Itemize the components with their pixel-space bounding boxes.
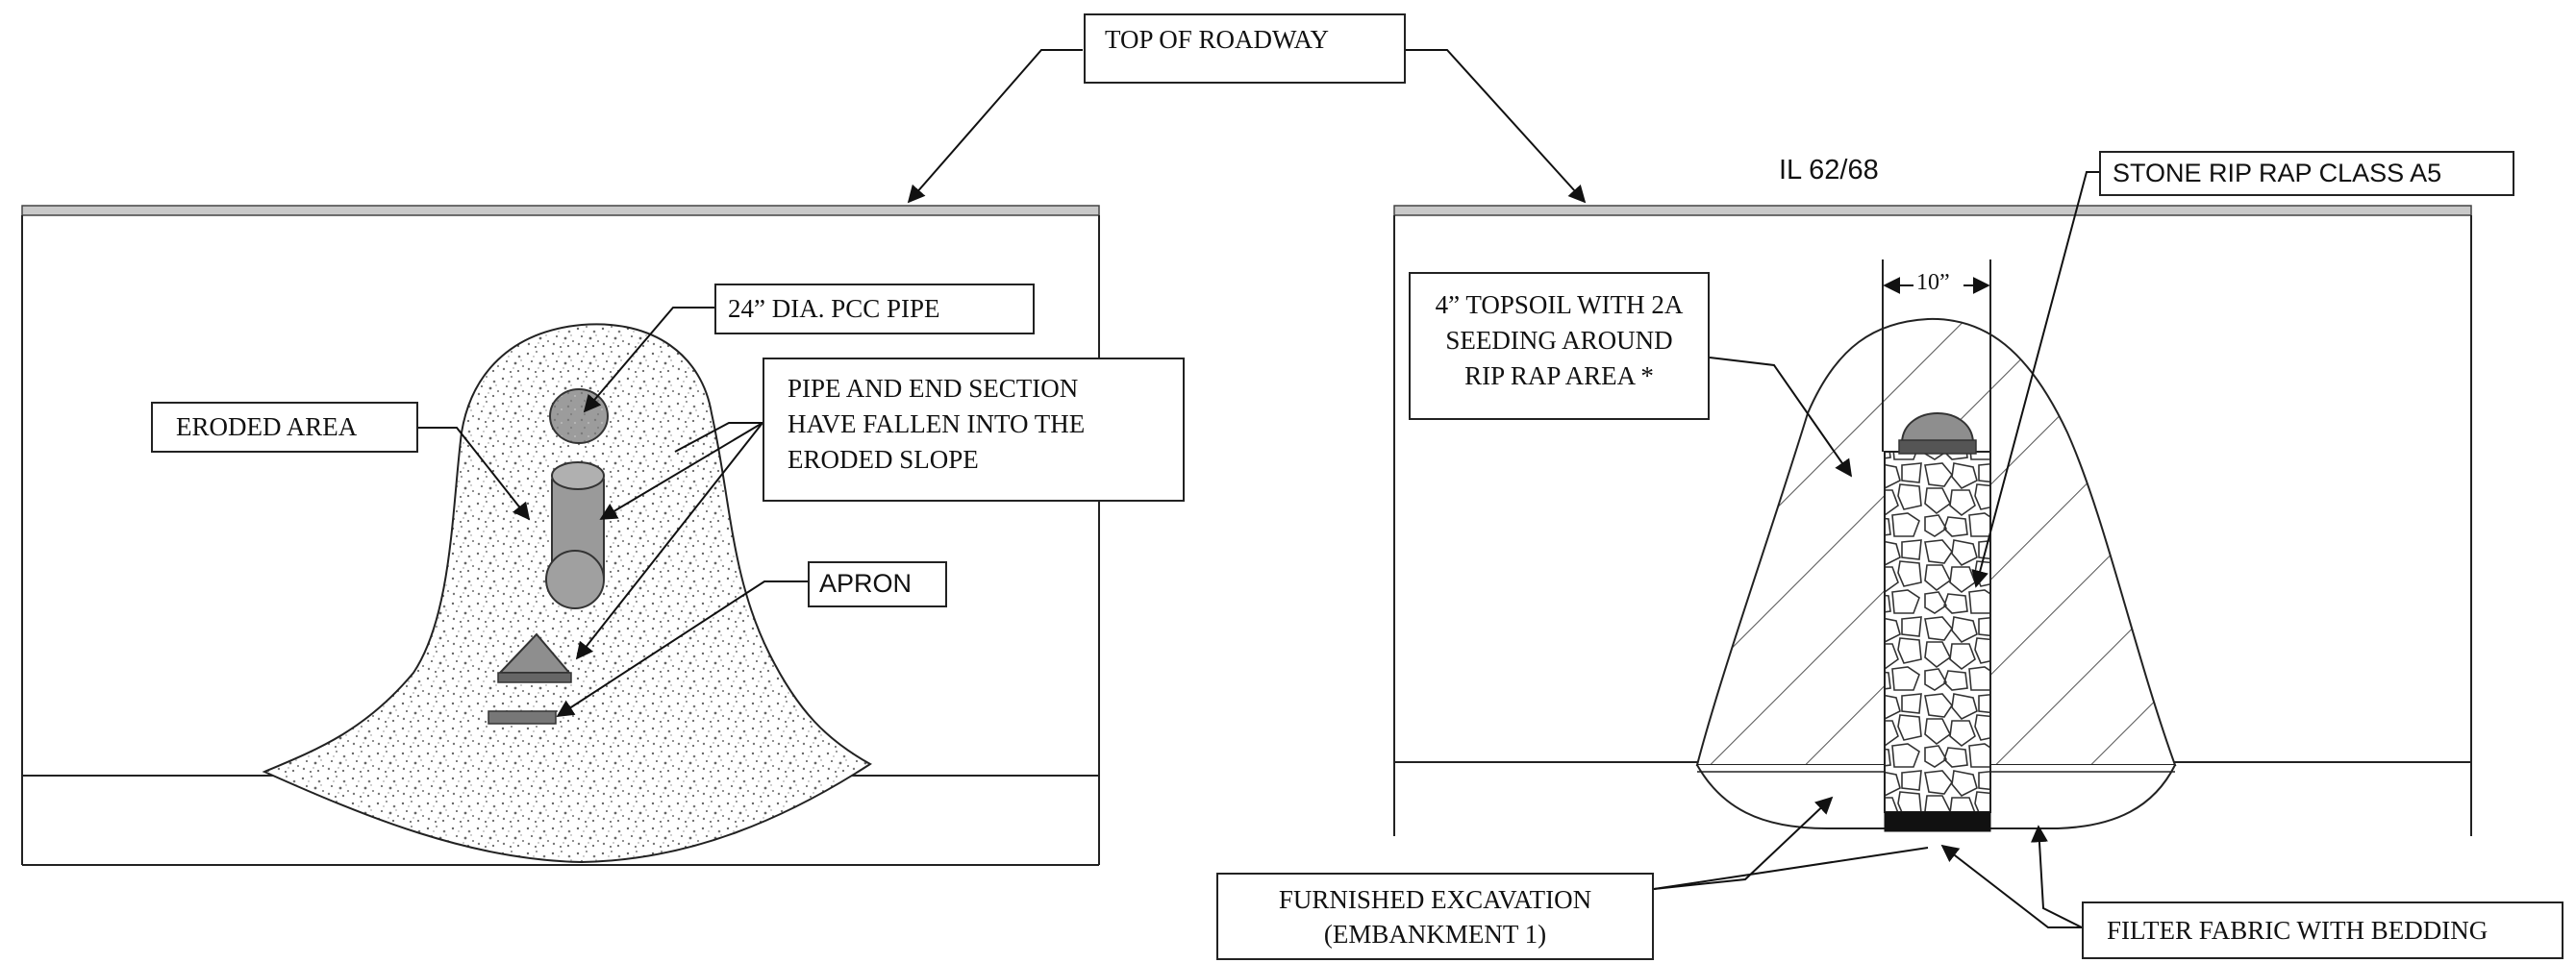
roadway-top-right [1393, 205, 2472, 216]
topsoil-line-2: SEEDING AROUND [1445, 326, 1673, 355]
leader-roadway-right [1406, 49, 1587, 204]
leader-fallen-2 [599, 422, 763, 520]
leader-topsoil [1709, 357, 1853, 478]
label-eroded-area: ERODED AREA [151, 402, 418, 453]
label-width-dim: 10” [1916, 270, 1950, 295]
filter-fabric-bedding [1884, 811, 1991, 832]
label-route: IL 62/68 [1779, 155, 1879, 185]
leader-filter-2 [2030, 825, 2083, 928]
pipe-fallen-line-2: HAVE FALLEN INTO THE [788, 409, 1086, 438]
label-topsoil: 4” TOPSOIL WITH 2A SEEDING AROUND RIP RA… [1409, 272, 1710, 420]
label-pipe: 24” DIA. PCC PIPE [714, 284, 1035, 334]
topsoil-line-1: 4” TOPSOIL WITH 2A [1435, 290, 1684, 319]
leader-apron [556, 580, 808, 717]
leader-rip-rap [1971, 171, 2099, 588]
pipe-fallen-line-1: PIPE AND END SECTION [788, 374, 1079, 403]
pipe-fallen-line-3: ERODED SLOPE [788, 445, 979, 474]
label-apron: APRON [808, 561, 947, 607]
label-pipe-fallen: PIPE AND END SECTION HAVE FALLEN INTO TH… [763, 358, 1185, 502]
leader-pipe [583, 307, 714, 413]
pipe-end-right [1898, 412, 1977, 455]
fallen-pipe [545, 461, 605, 609]
label-furnished-excavation: FURNISHED EXCAVATION (EMBANKMENT 1) [1216, 873, 1654, 960]
right-panel [1393, 205, 2472, 836]
leader-fallen-1 [674, 422, 763, 453]
leader-roadway-left [907, 49, 1083, 204]
excavation-line-1: FURNISHED EXCAVATION [1278, 885, 1592, 914]
end-section [497, 632, 572, 683]
label-stone-rip-rap: STONE RIP RAP CLASS A5 [2099, 151, 2514, 196]
leader-lines [418, 49, 2099, 928]
left-panel [21, 205, 1100, 866]
topsoil-line-3: RIP RAP AREA * [1464, 361, 1654, 390]
pipe-cross-section [549, 388, 609, 444]
rip-rap-column [1884, 451, 1991, 813]
roadway-top-left [21, 205, 1100, 216]
excavation-line-2: (EMBANKMENT 1) [1323, 920, 1547, 949]
leader-excavation-2 [1653, 847, 1929, 890]
apron-slab [488, 710, 557, 725]
leader-fallen-3 [575, 422, 763, 660]
leader-filter-1 [1940, 844, 2082, 928]
label-filter-fabric: FILTER FABRIC WITH BEDDING [2082, 901, 2563, 959]
leader-excavation-1 [1653, 796, 1834, 890]
label-top-of-roadway: TOP OF ROADWAY [1084, 13, 1406, 84]
leader-eroded-area [418, 427, 531, 521]
